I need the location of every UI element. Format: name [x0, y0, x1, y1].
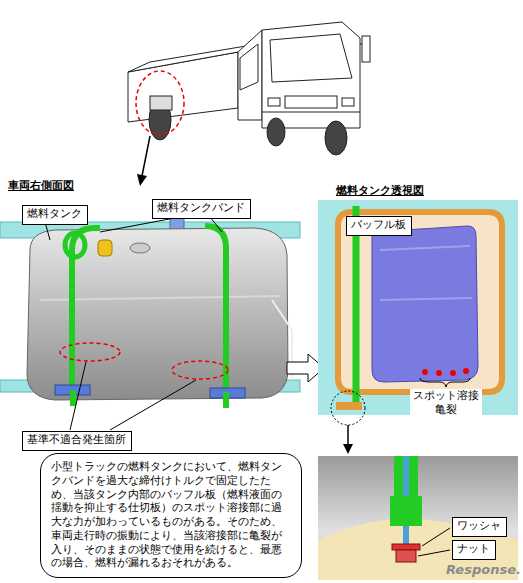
defect-marker: [172, 361, 228, 379]
pointer-arrow: [142, 136, 150, 176]
highlight-circle: [136, 71, 184, 135]
part-label: バッフル板: [346, 216, 412, 236]
box-text: ワッシャ: [457, 519, 501, 533]
warning-label: 基準不適合発生箇所: [22, 431, 132, 451]
box-text: バッフル板: [351, 218, 406, 232]
watermark: Response.: [446, 562, 521, 577]
box-text: 燃料タンクバンド: [157, 201, 245, 215]
leader-lines: [418, 528, 450, 556]
arrow-head: [343, 444, 353, 454]
close-up: [318, 456, 518, 580]
detail-circle: [331, 391, 365, 425]
defect-marker: [60, 343, 120, 361]
annotation: スポット溶接 亀裂: [410, 389, 482, 417]
part-label: ナット: [452, 540, 496, 560]
box-text: ナット: [457, 542, 490, 556]
bracket: [420, 378, 470, 387]
leader-lines: [45, 217, 222, 430]
pointer-arrow: [347, 425, 349, 446]
truck-drawing: [128, 22, 370, 155]
description-box: 小型トラックの燃料タンクにおいて、燃料タンクバンドを過大な締付けトルクで固定した…: [40, 453, 302, 578]
part-label: 燃料タンクバンド: [152, 199, 251, 219]
box-text: 燃料タンク: [27, 207, 82, 221]
arrow-head: [137, 174, 147, 186]
view-title: 車両右側面図: [8, 178, 74, 193]
view-title: 燃料タンク透視図: [336, 183, 424, 198]
perspective-view: [318, 200, 518, 415]
box-text: 基準不適合発生箇所: [27, 433, 126, 447]
box-text: 小型トラックの燃料タンクにおいて、燃料タンクバンドを過大な締付けトルクで固定した…: [51, 460, 291, 570]
part-label: 燃料タンク: [22, 205, 88, 225]
side-view: [0, 215, 300, 408]
part-label: ワッシャ: [452, 517, 507, 537]
